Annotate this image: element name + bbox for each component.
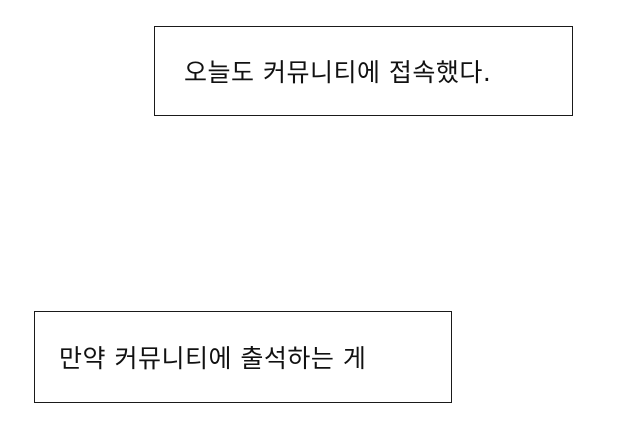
narration-box-top: 오늘도 커뮤니티에 접속했다. bbox=[154, 26, 573, 116]
narration-text: 만약 커뮤니티에 출석하는 게 bbox=[59, 344, 367, 373]
narration-box-bottom: 만약 커뮤니티에 출석하는 게 bbox=[34, 311, 452, 403]
narration-text: 오늘도 커뮤니티에 접속했다. bbox=[184, 58, 492, 87]
